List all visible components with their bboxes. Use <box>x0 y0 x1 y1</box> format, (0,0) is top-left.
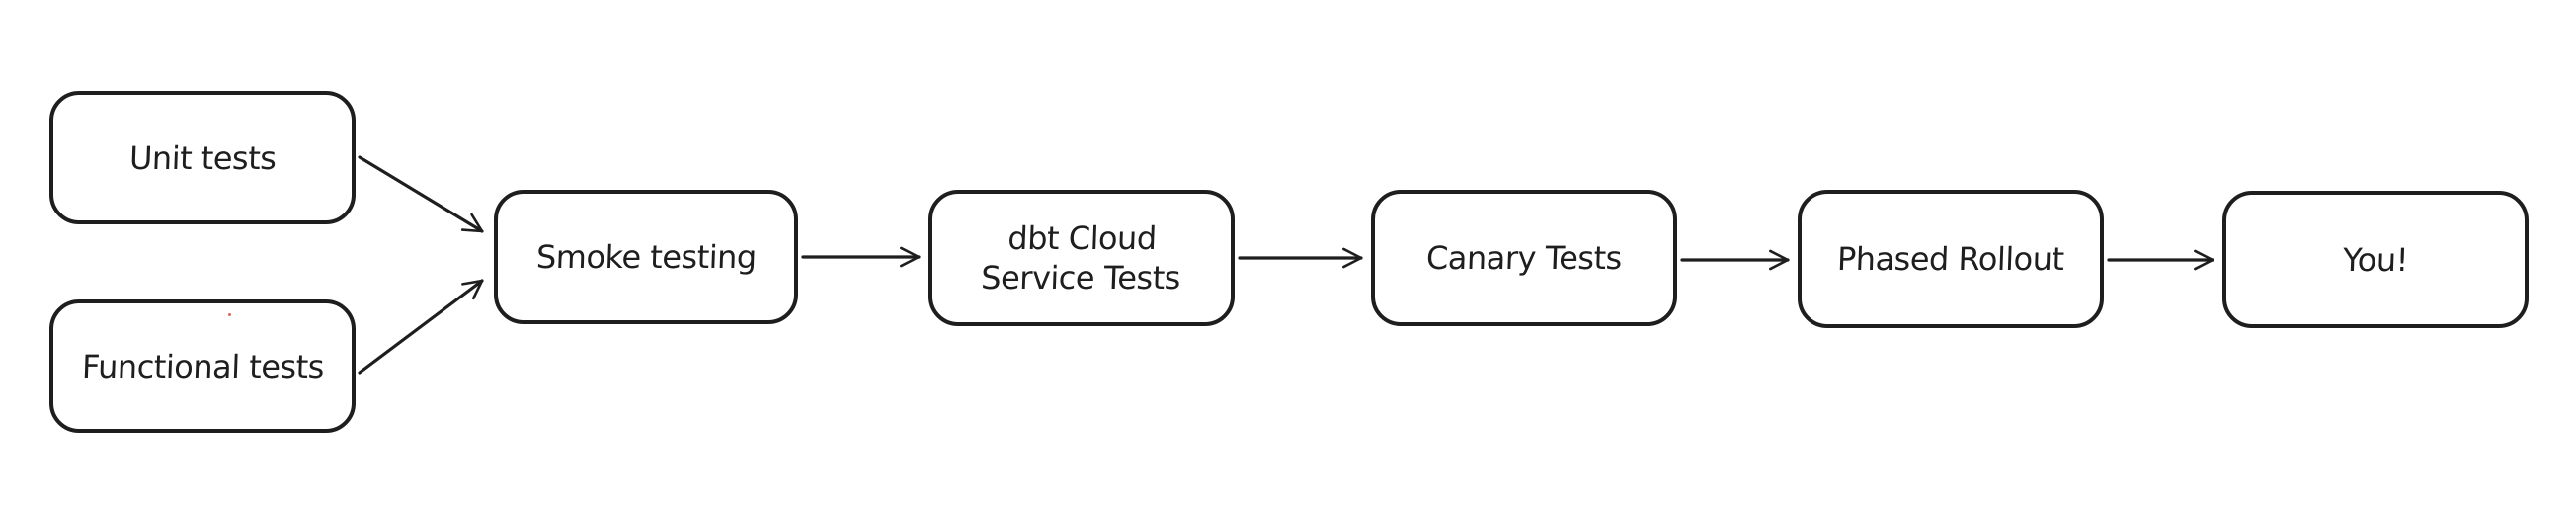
node-dbt-cloud-service-tests-label: dbt Cloud Service Tests <box>980 219 1181 297</box>
stray-red-dot-artifact <box>228 313 231 316</box>
node-unit-tests-label: Unit tests <box>128 138 277 177</box>
node-phased-rollout: Phased Rollout <box>1798 190 2104 328</box>
node-canary-tests-label: Canary Tests <box>1425 239 1623 277</box>
node-canary-tests: Canary Tests <box>1371 190 1677 326</box>
node-smoke-testing-label: Smoke testing <box>534 238 758 276</box>
arrow-functional-tests-to-smoke-testing <box>358 279 484 375</box>
node-unit-tests: Unit tests <box>49 91 356 224</box>
node-smoke-testing: Smoke testing <box>494 190 798 324</box>
node-functional-tests: Functional tests <box>49 299 356 433</box>
arrow-unit-tests-to-smoke-testing <box>358 155 484 233</box>
node-you: You! <box>2222 191 2529 328</box>
node-dbt-cloud-service-tests: dbt Cloud Service Tests <box>928 190 1235 326</box>
node-phased-rollout-label: Phased Rollout <box>1836 240 2065 278</box>
node-functional-tests-label: Functional tests <box>80 347 325 385</box>
node-you-label: You! <box>2342 240 2409 279</box>
